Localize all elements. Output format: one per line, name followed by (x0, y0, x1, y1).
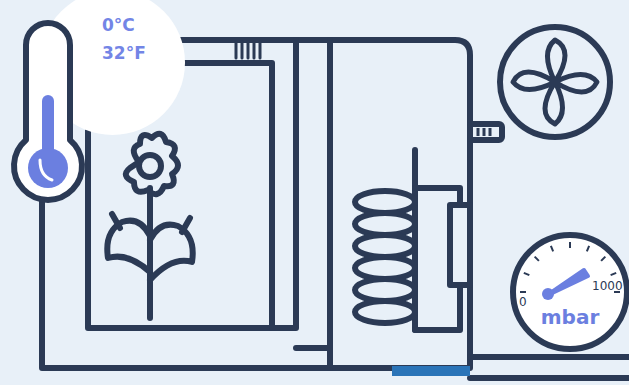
divider (327, 40, 333, 368)
pressure-gauge: 0 1000 mbar (510, 232, 629, 352)
gauge-unit: mbar (541, 306, 600, 329)
condenser-coil (355, 150, 470, 330)
vent (236, 42, 260, 58)
fan-mount (470, 124, 502, 140)
door-seal (296, 345, 330, 351)
fan-housing (500, 27, 610, 137)
vacuum-pipe (470, 357, 629, 378)
gauge-max: 1000 (592, 280, 623, 294)
temperature-bubble: 0°C 32°F (40, 0, 185, 135)
drain-bar (392, 366, 470, 376)
door-frame (272, 40, 296, 328)
heater-element (450, 205, 470, 285)
fan-blades (513, 40, 597, 124)
temperature-celsius: 0°C (102, 16, 135, 36)
flower (107, 134, 192, 318)
gauge-min: 0 (519, 296, 527, 310)
temperature-fahrenheit: 32°F (102, 44, 146, 64)
